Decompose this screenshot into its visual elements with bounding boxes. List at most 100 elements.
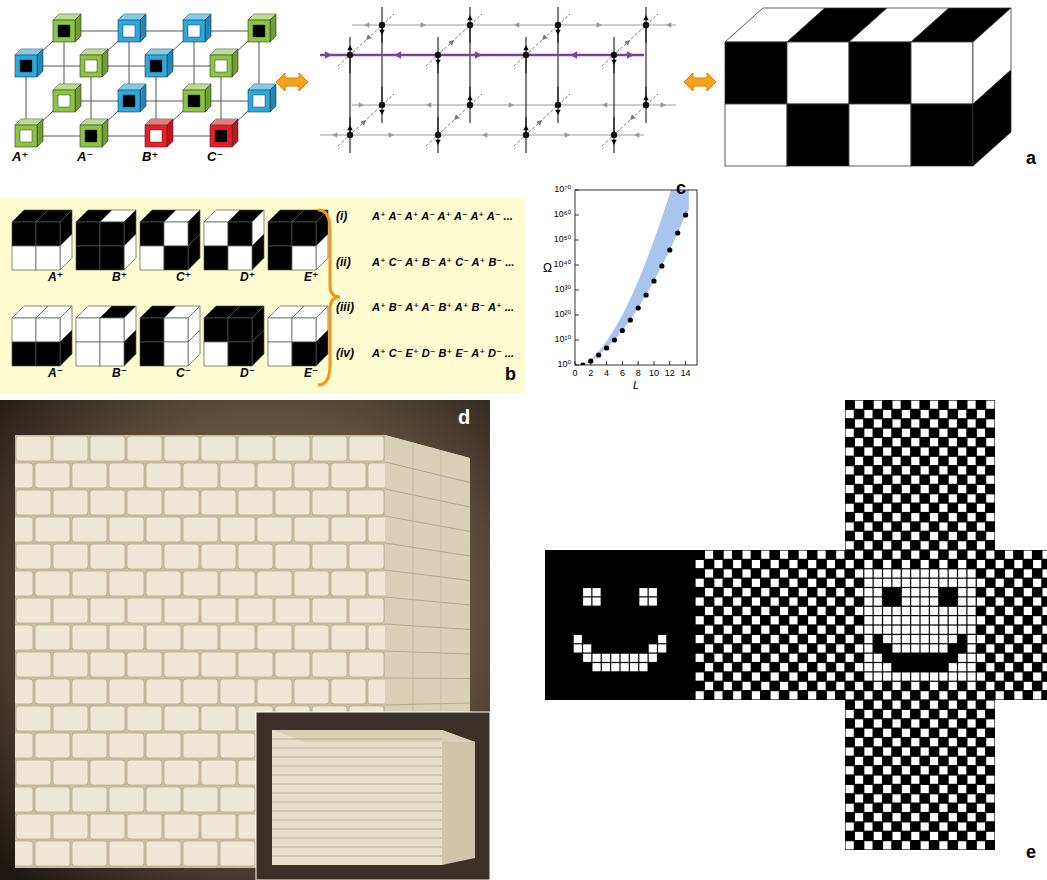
net-cell — [1024, 551, 1032, 559]
net-cell — [892, 626, 900, 634]
net-cell — [761, 626, 769, 634]
net-cell — [939, 626, 947, 634]
net-cell — [855, 438, 863, 446]
net-cell — [967, 616, 975, 624]
net-cell — [949, 513, 957, 521]
net-cell — [1014, 672, 1022, 680]
net-cell — [864, 541, 872, 549]
inset-joint — [272, 784, 442, 785]
net-cell — [883, 691, 891, 699]
net-cell — [592, 654, 600, 662]
arrow-head — [555, 30, 560, 35]
brick — [16, 652, 51, 677]
brick — [349, 652, 384, 677]
net-cell — [846, 691, 854, 699]
net-cell — [1014, 691, 1022, 699]
net-cell — [855, 776, 863, 784]
net-cell — [771, 597, 779, 605]
axis-tick — [606, 361, 607, 365]
brick — [312, 598, 347, 623]
net-cell — [846, 635, 854, 643]
brick — [109, 517, 144, 542]
cube-side-shade — [37, 119, 43, 147]
axis-tick — [575, 240, 579, 241]
net-cell — [977, 410, 985, 418]
graph-vertex — [435, 52, 441, 58]
net-cell — [986, 569, 994, 577]
net-cell — [996, 691, 1004, 699]
cube-front-quadrant — [140, 342, 164, 366]
cube-face-mark — [85, 60, 97, 72]
net-cell — [967, 654, 975, 662]
net-cell — [892, 682, 900, 690]
net-cell — [949, 579, 957, 587]
figure-label: 10²⁰ — [554, 309, 571, 319]
net-cell — [958, 410, 966, 418]
cube-side-half — [60, 234, 72, 270]
net-cell — [902, 729, 910, 737]
net-cell — [949, 635, 957, 643]
net-cell — [967, 672, 975, 680]
brick — [109, 571, 144, 596]
net-cell — [1005, 626, 1013, 634]
cube-front — [145, 125, 167, 147]
brick — [294, 517, 329, 542]
net-cell — [761, 682, 769, 690]
cube-face-mark — [253, 25, 265, 37]
net-cell — [846, 710, 854, 718]
net-cell — [977, 841, 985, 849]
figure-label: D⁺ — [240, 271, 255, 285]
net-cell — [742, 588, 750, 596]
net-cell — [827, 691, 835, 699]
brick — [146, 733, 181, 758]
net-cell — [986, 776, 994, 784]
net-cell — [967, 513, 975, 521]
brick — [53, 490, 88, 515]
cube-front-quadrant — [292, 222, 316, 246]
net-cell — [958, 822, 966, 830]
net-cell — [911, 532, 919, 540]
figure-label: 8 — [636, 368, 641, 378]
data-point — [667, 247, 672, 252]
net-cell — [649, 588, 657, 596]
graph-depth-edge — [602, 14, 658, 66]
net-cell — [921, 607, 929, 615]
brick — [53, 652, 88, 677]
net-cell — [939, 766, 947, 774]
net-cell — [986, 644, 994, 652]
arrow-head — [379, 110, 384, 115]
brick-joint — [385, 543, 470, 556]
net-cell — [846, 804, 854, 812]
net-cell — [705, 663, 713, 671]
net-cell — [761, 644, 769, 652]
cube-front-quadrant — [76, 222, 100, 246]
arrow-head — [661, 102, 666, 107]
net-cell — [967, 776, 975, 784]
net-cell — [958, 729, 966, 737]
cube-face-mark — [123, 95, 135, 107]
figure-label: 10⁴⁰ — [554, 259, 572, 269]
net-cell — [817, 663, 825, 671]
net-cell — [1033, 560, 1041, 568]
cube-front — [118, 20, 140, 42]
figure-label: 10⁷⁰ — [554, 184, 571, 194]
inset-block-top — [272, 730, 475, 742]
figure-label: 4 — [604, 368, 609, 378]
cube-side-half — [252, 330, 264, 366]
arrow-head — [389, 132, 394, 137]
net-cell — [902, 485, 910, 493]
arrow-head — [624, 40, 630, 46]
brick — [164, 760, 199, 785]
net-cell — [583, 654, 591, 662]
data-point — [596, 352, 601, 357]
net-cell — [592, 597, 600, 605]
graph-vertex — [379, 102, 385, 108]
net-cell — [864, 644, 872, 652]
inset-photo — [256, 712, 490, 880]
brick — [15, 841, 33, 866]
net-cell — [902, 541, 910, 549]
graph-vertex — [555, 102, 561, 108]
brick — [90, 544, 125, 569]
plot-area — [580, 190, 688, 365]
brick — [127, 490, 162, 515]
